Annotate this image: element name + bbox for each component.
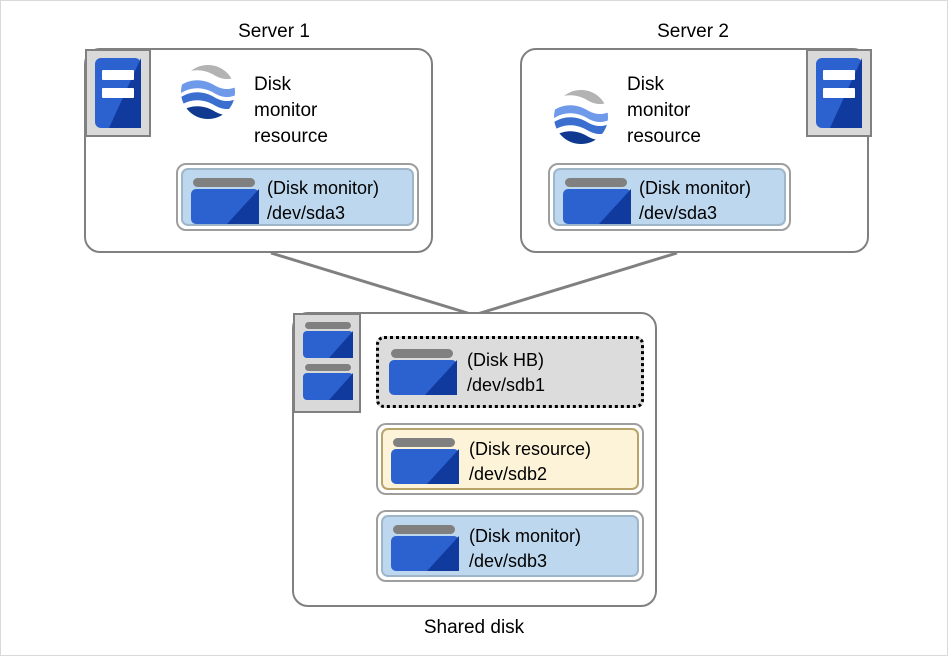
shared-partition-disk-monitor-label: (Disk monitor) /dev/sdb3: [469, 526, 582, 571]
shared-disk-card: (Disk HB) /dev/sdb1 (Disk resource) /dev…: [292, 312, 657, 607]
shared-partition-disk-hb[interactable]: (Disk HB) /dev/sdb1: [376, 336, 644, 408]
server1-disk-entry[interactable]: (Disk monitor) /dev/sda3: [176, 163, 419, 231]
disk-icon: [191, 178, 259, 224]
shared-partition-disk-hb-label: (Disk HB) /dev/sdb1: [467, 350, 546, 395]
server2-resource-label: Disk monitor resource: [627, 74, 701, 147]
connector-server2-to-shared: [473, 251, 678, 317]
server1-icon-panel: [85, 49, 151, 137]
disk-icon: [391, 438, 459, 484]
shared-disk-caption: Shared disk: [423, 617, 525, 638]
shared-partition-disk-resource-label: (Disk resource) /dev/sdb2: [469, 439, 592, 484]
server-tower-icon: [95, 58, 141, 128]
wave-globe-logo: [554, 90, 608, 144]
server2-icon-panel: [806, 49, 872, 137]
wave-globe-logo: [181, 65, 235, 119]
shared-partition-disk-monitor[interactable]: (Disk monitor) /dev/sdb3: [376, 510, 644, 582]
connector-server1-to-shared: [270, 251, 475, 317]
server2-card: Disk monitor resource (Disk monitor) /de…: [520, 48, 872, 253]
shared-disk-icon-panel: [293, 313, 361, 413]
shared-disk-stack-icon: [303, 322, 353, 400]
server-tower-icon: [816, 58, 862, 128]
server2-disk-entry[interactable]: (Disk monitor) /dev/sda3: [548, 163, 791, 231]
disk-icon: [391, 525, 459, 571]
disk-icon: [389, 349, 457, 395]
server1-resource-label: Disk monitor resource: [254, 74, 328, 147]
server1-disk-label: (Disk monitor) /dev/sda3: [267, 178, 380, 223]
server1-caption: Server 1: [238, 21, 310, 42]
disk-icon: [563, 178, 631, 224]
server2-disk-label: (Disk monitor) /dev/sda3: [639, 178, 752, 223]
server1-card: Disk monitor resource (Disk monitor) /de…: [84, 48, 433, 253]
shared-partition-disk-resource[interactable]: (Disk resource) /dev/sdb2: [376, 423, 644, 495]
server2-caption: Server 2: [657, 21, 729, 42]
